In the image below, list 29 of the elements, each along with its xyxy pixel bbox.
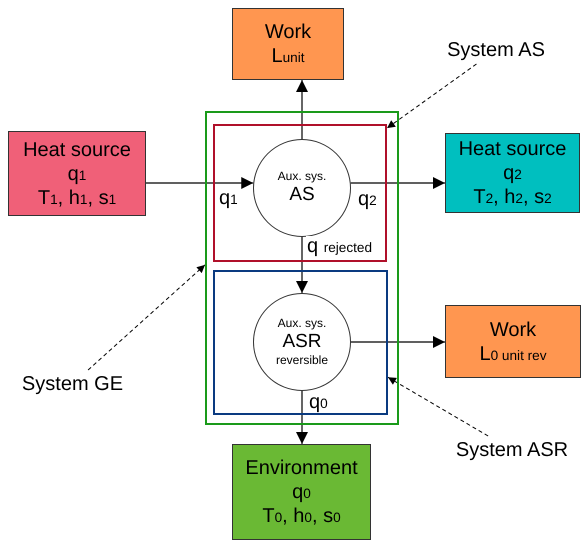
heat-source-box (8, 131, 146, 216)
leader-line (386, 64, 477, 129)
arrow (146, 177, 254, 189)
leader-line (88, 264, 206, 370)
heat-source-box (445, 133, 580, 213)
callout-label: System ASR (456, 438, 568, 462)
system-boundary (213, 270, 388, 415)
arrow (296, 80, 308, 139)
node-text: Environment (245, 456, 358, 480)
node-text: ASR (282, 330, 322, 354)
node-text: Aux. sys. (278, 316, 326, 331)
node-text: AS (289, 184, 315, 207)
environment-box (232, 444, 371, 540)
node-text: Work (490, 318, 536, 342)
system-boundary (205, 111, 399, 425)
node-text: Aux. sys. (278, 169, 326, 184)
work-box (445, 305, 581, 378)
arrow (351, 336, 445, 348)
node-text: Heat source (23, 138, 131, 162)
arrow (296, 391, 308, 444)
callout-label: System AS (447, 38, 545, 62)
arrow (350, 177, 445, 189)
work-box (232, 8, 344, 80)
leader-line (388, 376, 489, 436)
node-text: reversible (276, 353, 328, 368)
node-text: Heat source (458, 137, 566, 161)
arrow (296, 237, 308, 293)
node-text: Work (264, 20, 312, 44)
callout-label: System GE (22, 372, 124, 396)
